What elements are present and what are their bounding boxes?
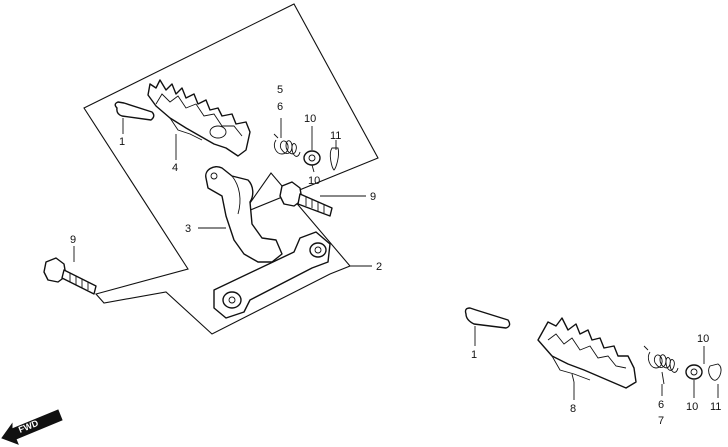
label-10-upper-b: 10 [308,175,320,187]
bolt-middle [279,181,333,217]
label-6-lower: 6 [658,399,664,411]
label-7: 7 [658,415,664,427]
bolt-left [43,257,97,295]
label-9-middle: 9 [370,191,376,203]
footpeg-bracket [205,166,283,263]
label-1-upper: 1 [119,136,125,148]
fwd-arrow: FWD [1,409,63,445]
label-4: 4 [172,162,178,174]
spring-lower [643,345,679,385]
label-11-upper: 11 [330,130,341,142]
cotter-pin-upper [329,147,339,171]
label-6-upper: 6 [277,101,283,113]
label-1-lower: 1 [471,349,477,361]
label-3: 3 [185,223,191,235]
footpeg-lower [537,317,637,389]
label-9-left: 9 [70,234,76,246]
label-11-lower: 11 [710,401,721,413]
label-10-lower-a: 10 [697,333,709,345]
washer-upper [303,150,321,166]
pin-lower [464,307,511,329]
cotter-pin-lower [708,363,722,381]
label-8: 8 [570,403,576,415]
label-10-lower-b: 10 [686,401,698,413]
spring-upper [273,133,301,157]
pin-upper [114,101,155,121]
footpeg-upper [147,79,251,157]
label-5: 5 [277,84,283,96]
assembly-outline [83,3,379,335]
footpeg-plate [213,231,331,319]
leader-lines [73,118,719,400]
washer-lower [685,364,703,380]
label-2: 2 [376,261,382,273]
label-10-upper-a: 10 [304,113,316,125]
